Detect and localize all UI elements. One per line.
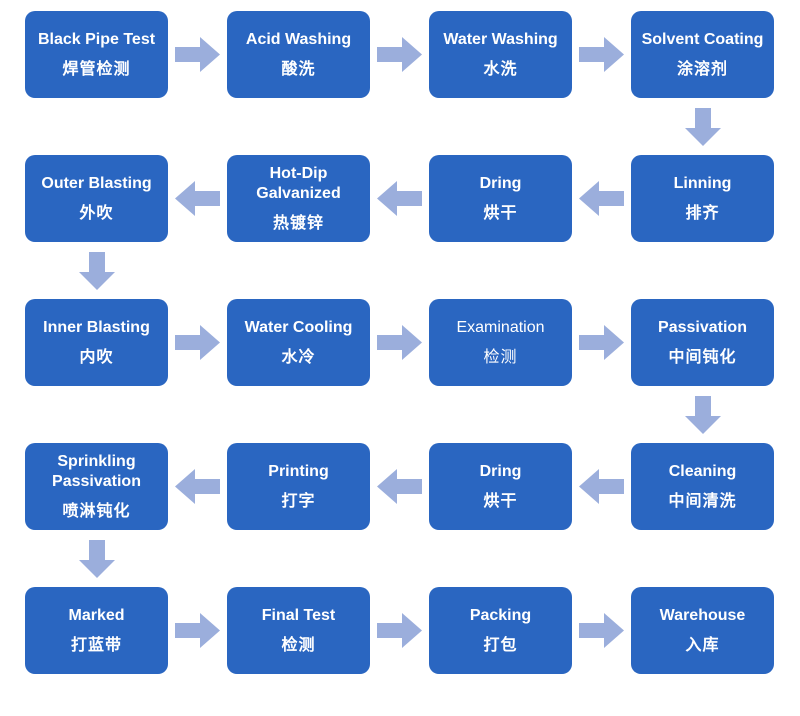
flow-step-inner-blasting: Inner Blasting 内吹	[25, 299, 168, 386]
step-label-en: Printing	[268, 462, 329, 480]
step-label-en: Dring	[479, 462, 522, 480]
step-label-zh: 内吹	[79, 349, 114, 367]
arrow-right-icon	[579, 325, 624, 360]
flow-step-warehouse: Warehouse 入库	[631, 587, 774, 674]
step-label-zh: 打包	[483, 637, 518, 655]
flow-step-solvent-coating: Solvent Coating 涂溶剂	[631, 11, 774, 98]
step-label-en: Linning	[673, 174, 732, 192]
flow-step-cleaning: Cleaning 中间清洗	[631, 443, 774, 530]
arrow-left-icon	[377, 469, 422, 504]
step-label-en: Final Test	[261, 606, 336, 624]
arrow-right-icon	[579, 37, 624, 72]
arrow-left-icon	[175, 181, 220, 216]
step-label-en: Water Cooling	[244, 318, 353, 336]
step-label-en: Passivation	[658, 318, 747, 336]
step-label-en: Packing	[469, 606, 532, 624]
flow-step-dring: Dring 烘干	[429, 155, 572, 242]
step-label-en: Warehouse	[659, 606, 746, 624]
step-label-en: Examination	[456, 318, 545, 336]
arrow-down-icon	[684, 107, 721, 146]
flow-step-water-washing: Water Washing 水洗	[429, 11, 572, 98]
arrow-left-icon	[579, 469, 624, 504]
flow-step-dring: Dring 烘干	[429, 443, 572, 530]
arrow-down-icon	[78, 539, 115, 578]
step-label-zh: 水洗	[483, 61, 518, 79]
step-label-en: Solvent Coating	[641, 30, 764, 48]
step-label-en: Dring	[479, 174, 522, 192]
arrow-left-icon	[579, 181, 624, 216]
arrow-down-icon	[684, 395, 721, 434]
arrow-left-icon	[175, 469, 220, 504]
step-label-en: Sprinkling Passivation	[52, 453, 141, 490]
arrow-right-icon	[175, 613, 220, 648]
step-label-zh: 喷淋钝化	[62, 503, 131, 521]
step-label-zh: 入库	[685, 637, 720, 655]
step-label-en: Acid Washing	[245, 30, 352, 48]
step-label-en: Marked	[68, 606, 125, 624]
step-label-en: Black Pipe Test	[37, 30, 156, 48]
step-label-zh: 排齐	[685, 205, 720, 223]
flow-step-linning: Linning 排齐	[631, 155, 774, 242]
flow-step-packing: Packing 打包	[429, 587, 572, 674]
flow-step-passivation: Passivation 中间钝化	[631, 299, 774, 386]
step-label-zh: 检测	[483, 349, 518, 367]
step-label-zh: 热镀锌	[272, 215, 324, 233]
step-label-zh: 打蓝带	[70, 637, 122, 655]
step-label-zh: 酸洗	[281, 61, 316, 79]
step-label-zh: 中间钝化	[668, 349, 737, 367]
flow-step-marked: Marked 打蓝带	[25, 587, 168, 674]
step-label-zh: 检测	[281, 637, 316, 655]
step-label-zh: 烘干	[483, 493, 518, 511]
arrow-right-icon	[377, 37, 422, 72]
arrow-right-icon	[377, 613, 422, 648]
arrow-down-icon	[78, 251, 115, 290]
step-label-zh: 涂溶剂	[676, 61, 728, 79]
arrow-right-icon	[175, 37, 220, 72]
step-label-zh: 中间清洗	[668, 493, 737, 511]
flow-step-hot-dip-galvanized: Hot-Dip Galvanized 热镀锌	[227, 155, 370, 242]
step-label-zh: 焊管检测	[62, 61, 131, 79]
arrow-right-icon	[377, 325, 422, 360]
arrow-right-icon	[175, 325, 220, 360]
step-label-en: Outer Blasting	[41, 174, 152, 192]
step-label-en: Cleaning	[668, 462, 737, 480]
flow-step-final-test: Final Test 检测	[227, 587, 370, 674]
arrow-right-icon	[579, 613, 624, 648]
flow-step-examination: Examination 检测	[429, 299, 572, 386]
step-label-zh: 外吹	[79, 205, 114, 223]
step-label-zh: 打字	[281, 493, 316, 511]
step-label-en: Inner Blasting	[43, 318, 150, 336]
flow-step-sprinkling-passivation: Sprinkling Passivation 喷淋钝化	[25, 443, 168, 530]
step-label-en: Hot-Dip Galvanized	[256, 165, 341, 202]
step-label-zh: 水冷	[281, 349, 316, 367]
step-label-en: Water Washing	[443, 30, 558, 48]
flow-step-outer-blasting: Outer Blasting 外吹	[25, 155, 168, 242]
flow-step-printing: Printing 打字	[227, 443, 370, 530]
flow-step-acid-washing: Acid Washing 酸洗	[227, 11, 370, 98]
flow-step-water-cooling: Water Cooling 水冷	[227, 299, 370, 386]
arrow-left-icon	[377, 181, 422, 216]
step-label-zh: 烘干	[483, 205, 518, 223]
flow-step-black-pipe-test: Black Pipe Test 焊管检测	[25, 11, 168, 98]
